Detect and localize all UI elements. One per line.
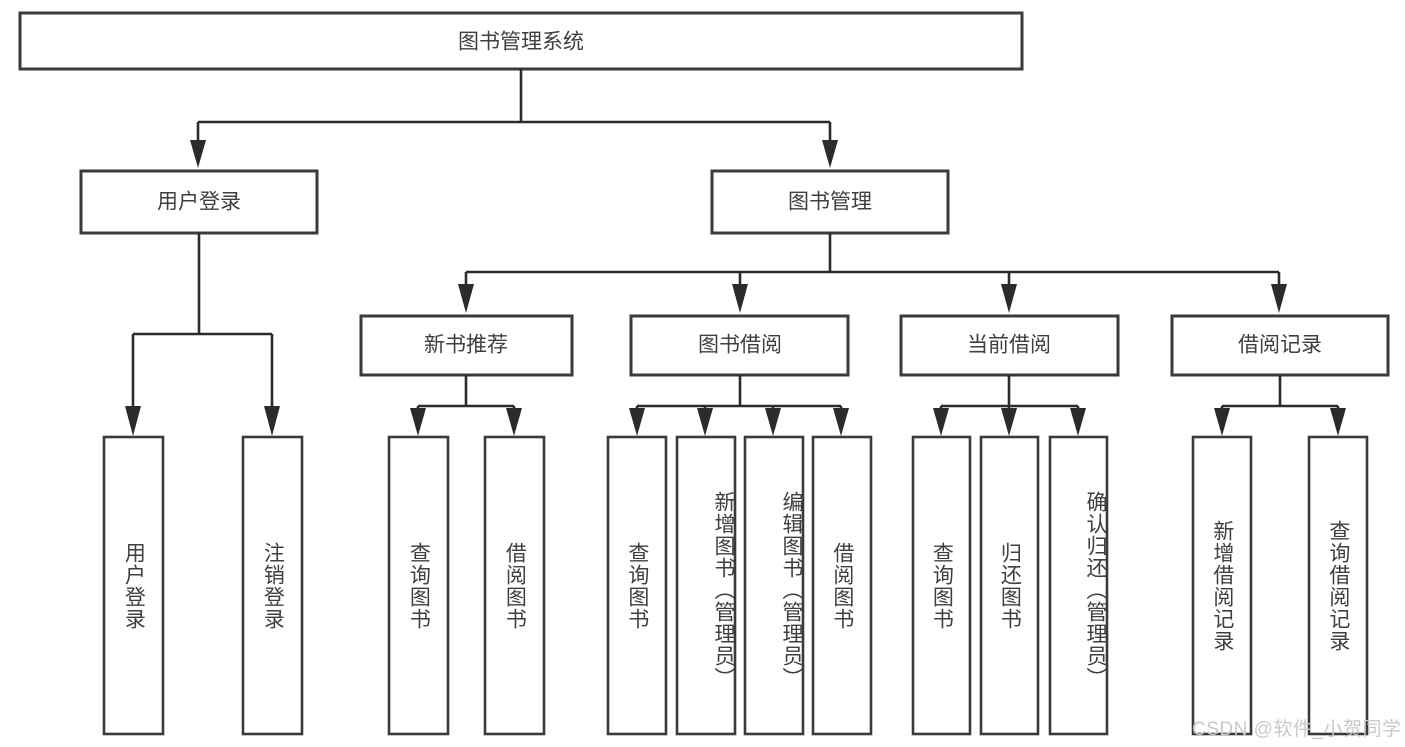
leaf-query-book-3-box[interactable] [911,435,972,736]
arrow-to-leaf-add-book [697,408,713,436]
node-title[interactable]: 图书管理系统 [18,11,1024,71]
node-new-book-recommend[interactable]: 新书推荐 [359,314,574,377]
node-borrow-record-label: 借阅记录 [1238,334,1322,357]
node-title-box [18,11,1024,71]
arrow-to-leaf-add-record [1214,408,1230,436]
arrow-to-borrow-record [1271,284,1287,313]
arrow-to-leaf-query-book-3 [933,408,949,436]
connector-borrow-record-to-leaves [1214,375,1346,436]
connector-new-book-recommend-to-leaves [410,375,522,436]
leaf-query-book-1-box[interactable] [387,435,450,736]
node-borrow-record[interactable]: 借阅记录 [1170,314,1390,377]
leaf-add-book-box[interactable] [675,435,737,736]
node-book-management[interactable]: 图书管理 [710,169,950,235]
leaf-user-login-box[interactable] [102,435,165,736]
arrow-to-leaf-query-record [1330,408,1346,436]
arrow-to-book-borrow [732,284,748,313]
arrow-to-leaf-borrow-book-2 [833,408,849,436]
node-user-login[interactable]: 用户登录 [79,169,319,235]
connector-user-login-to-leaves [125,233,280,436]
arrow-to-leaf-edit-book [765,408,781,436]
connector-book-borrow-to-leaves [629,375,849,436]
node-book-management-label: 图书管理 [788,191,872,214]
connector-root-to-level2 [190,69,838,168]
arrow-to-leaf-confirm-return [1070,408,1086,436]
leaf-boxes [102,435,1369,736]
arrow-to-leaf-query-book-1 [410,408,426,436]
leaf-logout-login-box[interactable] [241,435,304,736]
leaf-confirm-return-box[interactable] [1048,435,1109,736]
node-current-borrow-label: 当前借阅 [967,334,1051,357]
arrow-to-leaf-user-login [125,406,141,436]
connector-current-borrow-to-leaves [933,375,1086,436]
node-book-borrow[interactable]: 图书借阅 [629,314,850,377]
connector-book-management-to-level3 [458,233,1287,313]
arrow-to-book-management [822,140,838,168]
leaf-return-book-box[interactable] [979,435,1040,736]
leaf-borrow-book-2-box[interactable] [811,435,873,736]
arrow-to-current-borrow [1001,284,1017,313]
arrow-to-leaf-return-book [1001,408,1017,436]
csdn-watermark: CSDN @软件_小贺同学 [1192,719,1402,740]
node-current-borrow[interactable]: 当前借阅 [899,314,1120,377]
node-user-login-box [79,169,319,235]
leaf-query-record-box[interactable] [1307,435,1369,736]
node-new-book-recommend-box [359,314,574,377]
node-user-login-label: 用户登录 [157,191,241,214]
arrow-to-leaf-logout-login [264,406,280,436]
arrow-to-user-login [190,140,206,168]
leaf-query-book-2-box[interactable] [606,435,668,736]
arrow-to-leaf-borrow-book-1 [506,408,522,436]
leaf-borrow-book-1-box[interactable] [483,435,546,736]
arrow-to-leaf-query-book-2 [629,408,645,436]
node-title-label: 图书管理系统 [458,31,584,54]
node-book-borrow-label: 图书借阅 [698,334,782,357]
leaf-edit-book-box[interactable] [743,435,805,736]
leaf-add-record-box[interactable] [1191,435,1253,736]
node-current-borrow-box [899,314,1120,377]
arrow-to-new-book-recommend [458,284,474,313]
node-new-book-recommend-label: 新书推荐 [424,334,508,357]
